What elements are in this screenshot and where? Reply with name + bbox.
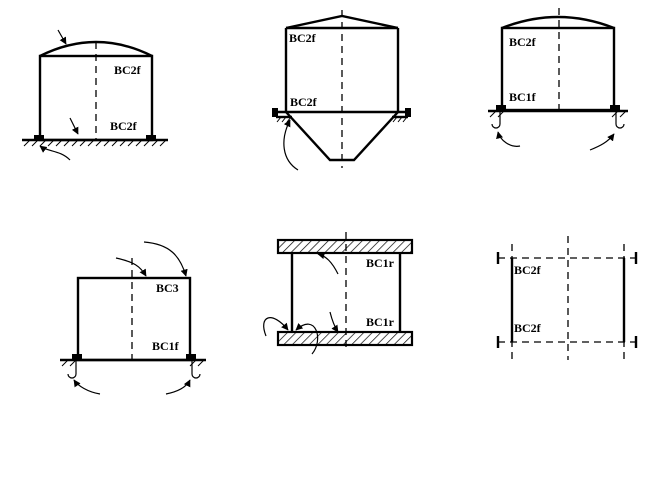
support-arrow — [263, 317, 289, 337]
bc-label-bottom: BC2f — [290, 95, 318, 109]
dome-roof — [501, 15, 615, 30]
anchor-block — [610, 105, 620, 111]
diagram-silo-hopper: BC2f BC2f — [272, 10, 411, 171]
anchor-bolt — [67, 360, 77, 379]
bc-label-top: BC3 — [156, 281, 179, 295]
bc-label-bottom: BC2f — [514, 321, 542, 335]
support-arrow — [73, 379, 101, 395]
support-arrow — [329, 311, 339, 333]
support-arrow — [283, 119, 299, 171]
bc-label-bottom: BC1r — [366, 315, 395, 329]
support-hatch-right — [392, 115, 408, 123]
rigid-plate-bottom — [276, 330, 414, 347]
load-arrow — [57, 29, 67, 45]
rigid-plate-top — [276, 238, 414, 255]
support-arrow — [165, 379, 191, 395]
diagram-clamped-shell: BC1r BC1r — [263, 232, 414, 355]
support-arrow — [295, 322, 319, 355]
bc-label-bottom: BC1f — [152, 339, 180, 353]
support-arrow — [317, 252, 339, 275]
bc-label-top: BC2f — [289, 31, 317, 45]
flange — [272, 108, 278, 117]
flange — [405, 108, 411, 117]
support-arrow — [496, 131, 521, 147]
hopper-cone — [285, 111, 399, 162]
anchor-block — [496, 105, 506, 111]
support-arrow — [39, 145, 71, 161]
support-arrow — [589, 133, 615, 151]
bc-label-top: BC2f — [509, 35, 537, 49]
bc-label-bottom: BC1f — [509, 90, 537, 104]
diagram-shell-segment: BC2f BC2f — [496, 236, 638, 360]
load-arrow — [143, 241, 188, 277]
load-arrow — [69, 117, 79, 135]
anchor-bolt — [491, 111, 501, 129]
bc-label-top: BC1r — [366, 256, 395, 270]
load-arrow — [115, 257, 147, 277]
anchor-bolt — [191, 360, 201, 379]
diagram-open-tank: BC3 BC1f — [60, 241, 206, 395]
bc-label-top: BC2f — [514, 263, 542, 277]
conical-roof — [285, 14, 399, 30]
diagram-domed-tank: BC2f BC2f — [22, 29, 168, 161]
bc-label-top: BC2f — [114, 63, 142, 77]
bc-label-bottom: BC2f — [110, 119, 138, 133]
ground-hatch — [61, 359, 205, 367]
anchor-block — [72, 354, 82, 360]
anchor-bolt — [615, 111, 625, 129]
diagram-anchored-tank: BC2f BC1f — [488, 8, 628, 151]
anchor-block — [186, 354, 196, 360]
ground-hatch — [489, 110, 627, 118]
